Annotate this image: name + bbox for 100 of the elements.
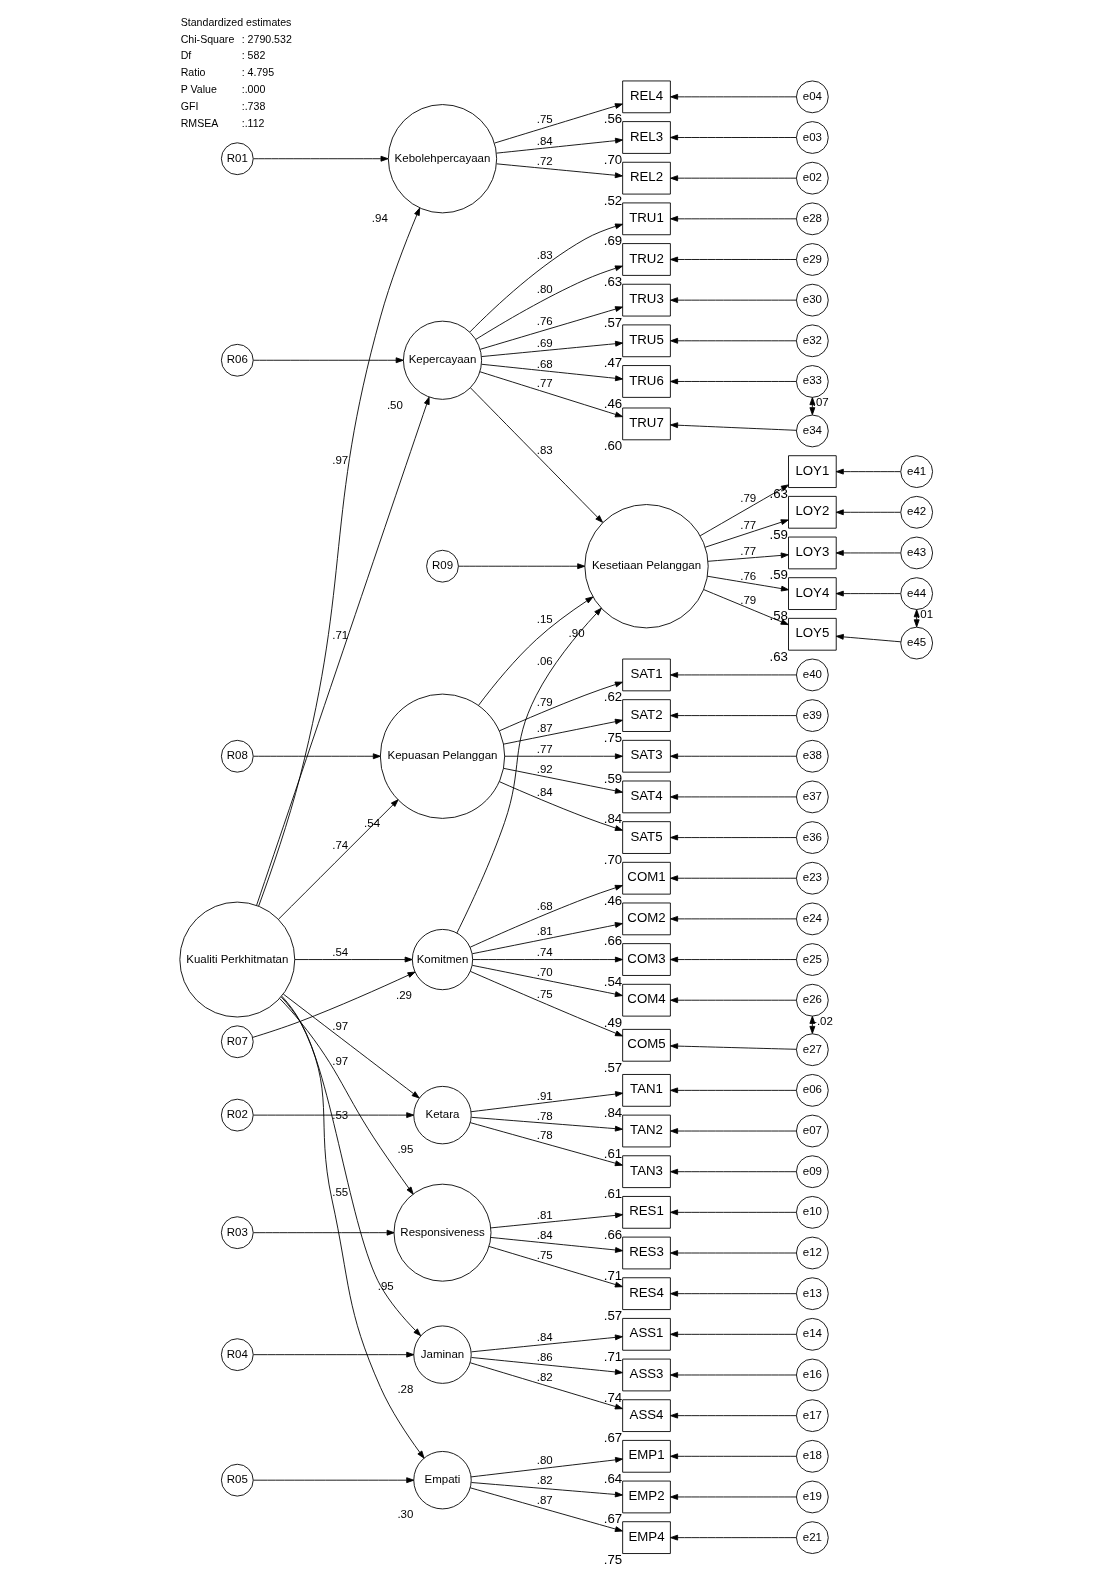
node-circle: R01	[220, 142, 254, 176]
edge-label: .53	[332, 1109, 349, 1122]
node-box: LOY2	[788, 495, 837, 529]
edge-label: .75	[536, 112, 553, 125]
node-label: .58	[769, 608, 788, 624]
arrow	[670, 834, 797, 841]
node-label: .69	[603, 233, 623, 249]
node-circle: e32	[796, 324, 829, 358]
node-circle: R05	[220, 1463, 254, 1497]
arrow	[471, 1482, 623, 1498]
edge-label: .84	[536, 785, 553, 798]
arrow	[470, 387, 603, 523]
node-label: .47	[603, 355, 623, 371]
node-box: ASS3	[622, 1358, 671, 1392]
edge-label: .97	[332, 1055, 349, 1068]
edge-label: .74	[332, 839, 349, 852]
node-circle: Kualiti Perkhitmatan	[179, 901, 296, 1018]
edge-label: -.02	[813, 1014, 833, 1027]
node-box: ASS1	[622, 1318, 671, 1351]
node-circle: e27	[796, 1033, 829, 1067]
node-circle: R08	[220, 739, 254, 773]
node-circle: e12	[796, 1236, 829, 1270]
edge-label: .76	[536, 315, 553, 328]
node-label: .57	[603, 1059, 623, 1075]
node-circle: R04	[220, 1338, 254, 1371]
arrow	[670, 956, 797, 963]
edge-label: .77	[740, 545, 757, 558]
edge-label: .77	[536, 377, 553, 390]
arrow	[670, 1331, 797, 1338]
edge-label: .81	[536, 1208, 553, 1221]
edge-label: .78	[536, 1109, 553, 1122]
edge-label: .78	[536, 1129, 553, 1142]
arrow	[835, 633, 902, 643]
arrow	[670, 753, 797, 760]
arrow	[835, 550, 901, 556]
node-box: TRU2	[622, 243, 671, 276]
edge-label: .01	[917, 608, 934, 621]
arrow	[490, 1237, 623, 1253]
node-circle: R07	[220, 1025, 254, 1059]
edge-label: .87	[536, 1493, 553, 1506]
node-label: .66	[603, 1226, 623, 1242]
label: : 4.795	[241, 66, 275, 79]
arrow	[469, 1487, 623, 1532]
node-label: .84	[603, 811, 623, 827]
node-circle: e42	[900, 495, 934, 529]
node-label: .57	[603, 314, 623, 330]
arrow	[670, 93, 797, 100]
edge-label: .84	[536, 1229, 553, 1242]
arrow	[479, 371, 623, 418]
edge-label: .80	[536, 282, 553, 295]
node-label: .28	[397, 1382, 414, 1395]
edge-label: .68	[536, 899, 553, 912]
node-label: .59	[769, 567, 788, 583]
node-circle: R06	[220, 343, 254, 377]
node-box: TRU5	[622, 324, 671, 358]
node-circle: e13	[796, 1277, 829, 1310]
node-box: COM1	[622, 861, 671, 895]
node-box: COM3	[622, 943, 671, 976]
arrow	[252, 971, 416, 1038]
node-box: SAT4	[622, 780, 671, 814]
arrow	[499, 681, 623, 732]
node-label: .94	[371, 212, 388, 225]
arrow	[670, 175, 797, 182]
edge-label: .82	[536, 1370, 553, 1383]
arrow	[256, 396, 430, 906]
node-box: TRU1	[622, 202, 671, 236]
edge-label: .84	[536, 1330, 553, 1343]
label: :.000	[241, 82, 266, 95]
node-circle: R09	[426, 549, 459, 583]
node-box: SAT5	[622, 821, 671, 854]
arrow	[670, 422, 797, 431]
node-circle: R03	[220, 1216, 254, 1250]
label: :.112	[241, 116, 265, 129]
arrow	[470, 970, 623, 1037]
arrow	[469, 884, 623, 948]
arrow	[670, 712, 797, 719]
node-label: .62	[603, 689, 623, 705]
arrow	[670, 794, 797, 800]
label: Ratio	[180, 66, 206, 79]
edge-label: .79	[740, 492, 757, 505]
node-label: .46	[603, 892, 623, 908]
node-circle: e10	[796, 1196, 829, 1229]
arrow	[670, 256, 797, 263]
arrow	[278, 799, 399, 920]
arrow	[670, 297, 797, 304]
arrow	[503, 718, 623, 745]
node-label: .54	[603, 974, 623, 990]
node-circle: e25	[796, 943, 829, 976]
node-circle: e02	[796, 161, 829, 195]
node-label: .46	[603, 395, 623, 411]
arrow	[472, 956, 623, 963]
edge-label: .54	[332, 946, 349, 959]
node-label: .59	[769, 526, 788, 542]
node-circle: e14	[796, 1318, 829, 1351]
node-label: .29	[396, 988, 412, 1001]
edge-label: .74	[536, 946, 553, 959]
node-label: .75	[603, 1552, 623, 1568]
arrow	[253, 753, 381, 760]
arrow	[281, 995, 425, 1459]
arrow	[490, 1212, 623, 1229]
